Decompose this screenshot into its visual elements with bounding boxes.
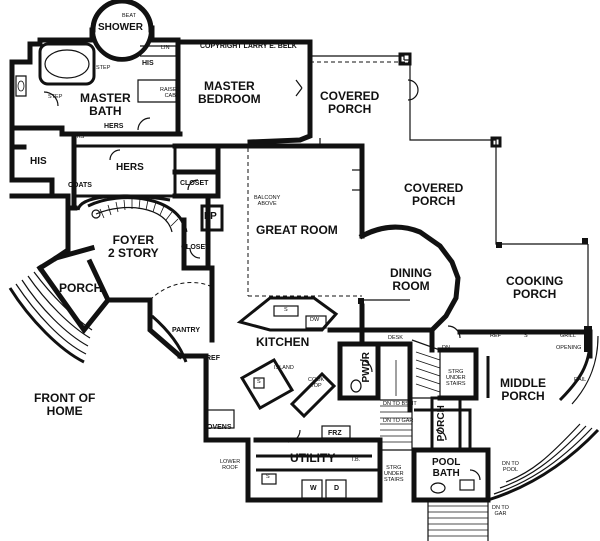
great-room-label: GREAT ROOM	[256, 223, 338, 237]
fixtures	[15, 45, 475, 494]
lin-label: LIN	[161, 45, 170, 51]
great-room-details	[149, 138, 362, 301]
garage-steps	[427, 500, 489, 541]
ref-label-2: REF	[490, 333, 501, 339]
hers-closet-label: HERS	[116, 162, 144, 173]
beat-label: BEAT	[122, 13, 136, 19]
door-swings	[43, 79, 481, 481]
desk-label: DESK	[388, 335, 403, 341]
dn-to-bsmt-label: DN TO BSMT	[383, 401, 417, 407]
master-tub	[38, 42, 96, 86]
s-label-4: S	[266, 474, 270, 480]
foyer-staircase	[87, 196, 188, 233]
utility-label: UTILITY	[290, 451, 336, 465]
dn-to-gar-label-1: DN TO GAR	[383, 418, 414, 424]
covered-porches	[310, 52, 592, 352]
ks-label: KS	[77, 134, 85, 140]
rear-staircase	[380, 339, 441, 451]
grill-label: GRILL	[560, 333, 576, 339]
s-label-3: S	[524, 333, 528, 339]
dn-label-1: DN	[442, 345, 450, 351]
s-label-2: S	[257, 379, 261, 385]
porch-front-label: PORCH	[59, 281, 103, 295]
step-label-1: STEP	[96, 65, 111, 71]
exterior-walls	[9, 25, 593, 503]
ovens-label: OVENS	[207, 424, 232, 431]
rail-label: RAIL	[574, 377, 587, 383]
step-label-2: STEP	[48, 94, 63, 100]
utility-fixtures	[261, 425, 351, 499]
pool-steps	[487, 335, 600, 502]
copyright-text: COPYRIGHT LARRY E. BELK	[200, 43, 297, 50]
front-steps	[8, 271, 93, 364]
closet-2-label: CLOSET	[181, 244, 210, 251]
closet-1-label: CLOSET	[180, 180, 209, 187]
pwdr-label: PWDR	[361, 351, 373, 383]
shower-label: SHOWER	[98, 22, 143, 33]
ib-label: I.B.	[352, 457, 361, 463]
washer-label: W	[310, 485, 317, 492]
dw-label: DW	[310, 317, 320, 323]
kitchen-counters	[205, 296, 339, 429]
shower	[90, 0, 154, 62]
dryer-label: D	[334, 485, 340, 492]
fireplace	[200, 204, 224, 232]
frz-label: FRZ	[328, 430, 342, 437]
coats-label: COATS	[68, 182, 92, 189]
pantry-label: PANTRY	[172, 327, 200, 334]
island-label: ISLAND	[274, 365, 294, 371]
his-closet-label: HIS	[30, 156, 47, 167]
fp-label: FP	[204, 211, 217, 222]
s-label-1: S	[284, 307, 288, 313]
porch-side-label: PORCH	[435, 405, 447, 442]
ref-label-1: REF	[206, 355, 220, 362]
kitchen-label: KITCHEN	[256, 335, 310, 349]
his-bath-label: HIS	[142, 60, 154, 67]
hers-bath-label: HERS	[104, 123, 124, 130]
opening-label: OPENING	[556, 345, 582, 351]
